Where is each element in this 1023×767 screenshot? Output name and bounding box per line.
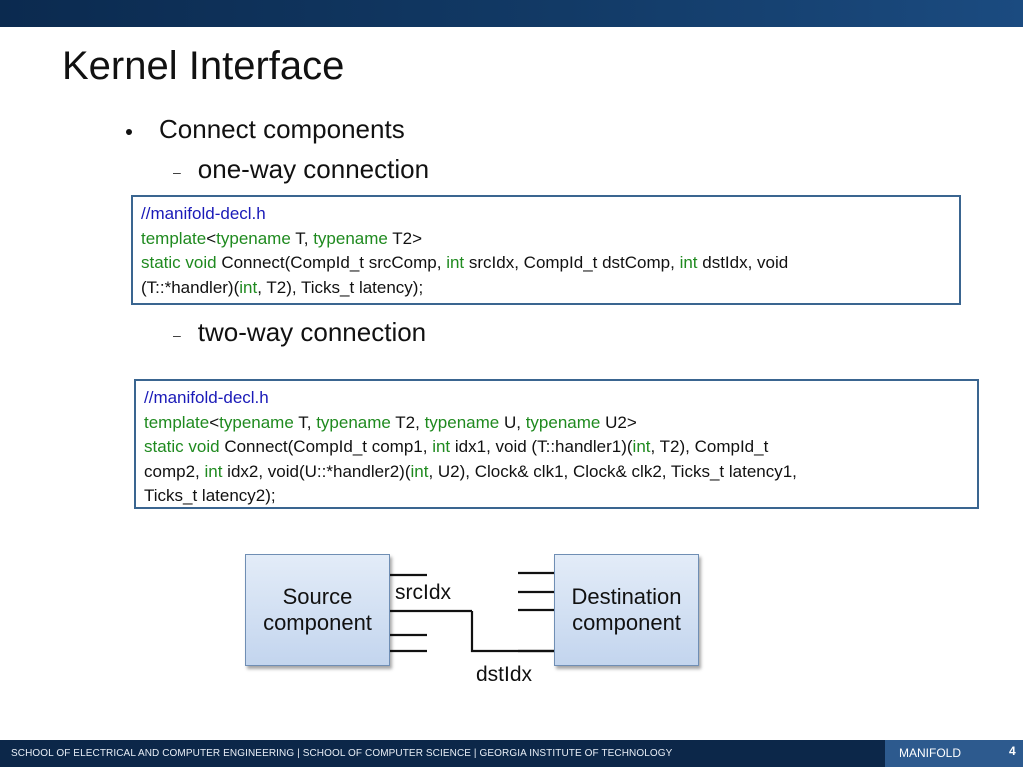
code-keyword: int <box>432 437 451 456</box>
code-text: T2> <box>387 228 423 248</box>
connection-wire <box>470 611 554 653</box>
code-text: Connect(CompId_t srcComp, <box>216 253 447 272</box>
code-text: T2, <box>390 412 425 432</box>
code-line: static void Connect(CompId_t srcComp, in… <box>141 251 951 276</box>
code-box-one-way: //manifold-decl.h template<typename T, t… <box>131 195 961 305</box>
code-text: Ticks_t latency2); <box>144 486 276 505</box>
code-text: , T2), Ticks_t latency); <box>257 277 424 297</box>
dash-icon: – <box>173 326 181 343</box>
code-text: T, <box>290 228 314 248</box>
src-idx-label: srcIdx <box>395 581 452 604</box>
footer-school-text: SCHOOL OF ELECTRICAL AND COMPUTER ENGINE… <box>11 748 673 759</box>
destination-component-box: Destination component <box>554 554 699 666</box>
code-text: comp2, <box>144 461 205 481</box>
code-text: U, <box>499 412 526 432</box>
code-text: idx1, void (T::handler1)( <box>450 437 633 456</box>
code-text: Connect(CompId_t comp1, <box>219 437 433 456</box>
sub-bullet-one-way: – one-way connection <box>173 154 429 185</box>
footer-brand-block: MANIFOLD 4 <box>885 740 1023 767</box>
slide-title: Kernel Interface <box>62 44 345 88</box>
code-keyword: static void <box>141 253 217 272</box>
code-text: < <box>209 412 220 432</box>
code-box-two-way: //manifold-decl.h template<typename T, t… <box>134 379 979 509</box>
code-keyword: int <box>679 253 698 272</box>
code-comment: //manifold-decl.h <box>141 204 266 223</box>
bullet-text: Connect components <box>159 114 405 144</box>
code-text: srcIdx, CompId_t dstComp, <box>464 253 680 272</box>
code-keyword: int <box>410 461 429 481</box>
code-text: idx2, void(U::*handler2)( <box>222 461 411 481</box>
code-keyword: typename <box>219 412 294 432</box>
code-keyword: static void <box>144 437 220 456</box>
code-line: Ticks_t latency2); <box>144 484 969 509</box>
code-line: (T::*handler)(int, T2), Ticks_t latency)… <box>141 276 951 301</box>
dash-icon: – <box>173 163 181 180</box>
header-band <box>0 0 1023 27</box>
code-keyword: int <box>204 461 223 481</box>
code-line: //manifold-decl.h <box>141 202 951 227</box>
dest-label-line2: component <box>572 610 681 635</box>
code-keyword: typename <box>316 412 391 432</box>
code-line: comp2, int idx2, void(U::*handler2)(int,… <box>144 460 969 485</box>
code-keyword: int <box>632 437 651 456</box>
code-line: template<typename T, typename T2> <box>141 227 951 252</box>
code-keyword: template <box>141 228 207 248</box>
dst-idx-label: dstIdx <box>476 663 533 686</box>
footer-bar: SCHOOL OF ELECTRICAL AND COMPUTER ENGINE… <box>0 740 1023 767</box>
code-text: (T::*handler)( <box>141 277 240 297</box>
code-keyword: typename <box>313 228 388 248</box>
brand-label: MANIFOLD <box>899 746 962 760</box>
code-text: , U2), Clock& clk1, Clock& clk2, Ticks_t… <box>428 461 797 481</box>
source-label-line1: Source <box>282 584 353 609</box>
code-text: , T2), CompId_t <box>650 437 769 456</box>
dest-label-line1: Destination <box>571 584 682 609</box>
code-text: U2> <box>600 412 637 432</box>
code-comment: //manifold-decl.h <box>144 388 269 407</box>
sub-bullet-two-way: – two-way connection <box>173 317 426 348</box>
source-label-line2: component <box>263 610 372 635</box>
bullet-connect-components: Connect components <box>126 114 405 145</box>
code-keyword: typename <box>216 228 291 248</box>
sub-bullet-text: two-way connection <box>197 317 427 347</box>
code-line: static void Connect(CompId_t comp1, int … <box>144 435 969 460</box>
source-component-box: Source component <box>245 554 390 666</box>
code-text: T, <box>293 412 317 432</box>
sub-bullet-text: one-way connection <box>197 154 430 184</box>
page-number: 4 <box>1009 744 1016 758</box>
code-keyword: template <box>144 412 210 432</box>
code-text: dstIdx, void <box>697 253 789 272</box>
code-keyword: typename <box>525 412 601 432</box>
bullet-dot-icon <box>126 128 132 135</box>
code-keyword: typename <box>424 412 500 432</box>
code-keyword: int <box>446 253 465 272</box>
code-line: template<typename T, typename T2, typena… <box>144 411 969 436</box>
code-line: //manifold-decl.h <box>144 386 969 411</box>
code-text: < <box>206 228 217 248</box>
code-keyword: int <box>239 277 258 297</box>
